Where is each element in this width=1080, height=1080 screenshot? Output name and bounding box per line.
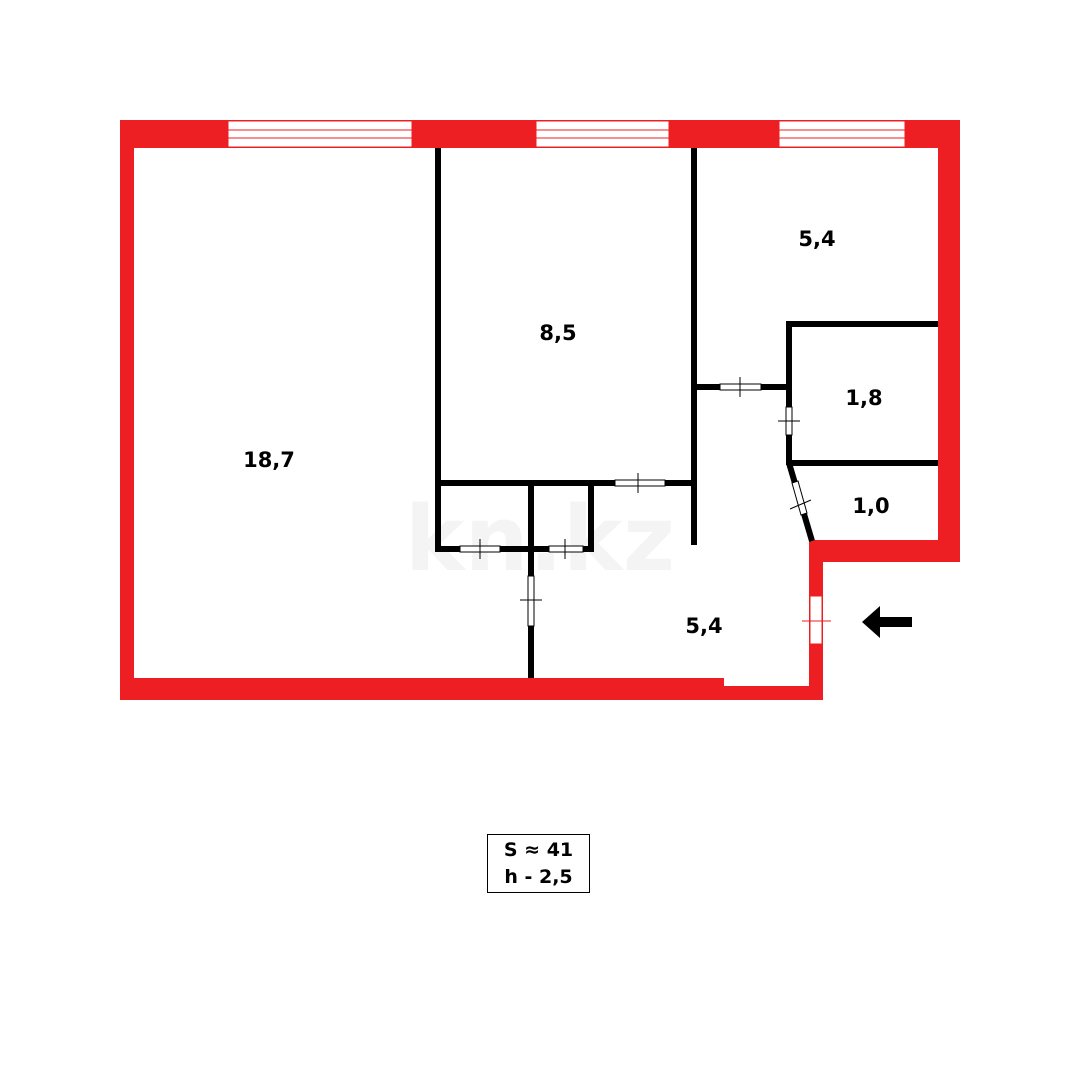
room-area-living: 18,7	[243, 448, 295, 472]
door	[459, 539, 501, 559]
window	[535, 120, 670, 148]
door	[614, 473, 666, 493]
ceiling-height: h - 2,5	[504, 866, 573, 888]
room-area-kitchen: 5,4	[798, 227, 835, 251]
window	[778, 120, 906, 148]
door	[778, 406, 800, 436]
windows	[227, 120, 906, 148]
room-area-hall: 5,4	[685, 614, 722, 638]
door	[719, 377, 762, 397]
door	[789, 480, 812, 516]
room-area-bathroom: 1,8	[845, 386, 882, 410]
exterior-walls	[120, 120, 960, 700]
room-area-bedroom: 8,5	[539, 321, 576, 345]
door	[520, 575, 542, 627]
room-area-toilet: 1,0	[852, 494, 889, 518]
total-area: S ≈ 41	[503, 839, 574, 861]
arrow-left-icon	[862, 606, 912, 638]
door	[548, 539, 584, 559]
doors	[459, 377, 831, 645]
area-legend: S ≈ 41 h - 2,5	[487, 834, 590, 893]
interior-walls	[435, 148, 938, 678]
entrance-door	[802, 595, 831, 645]
window	[227, 120, 413, 148]
watermark: kn.kz	[405, 487, 675, 592]
